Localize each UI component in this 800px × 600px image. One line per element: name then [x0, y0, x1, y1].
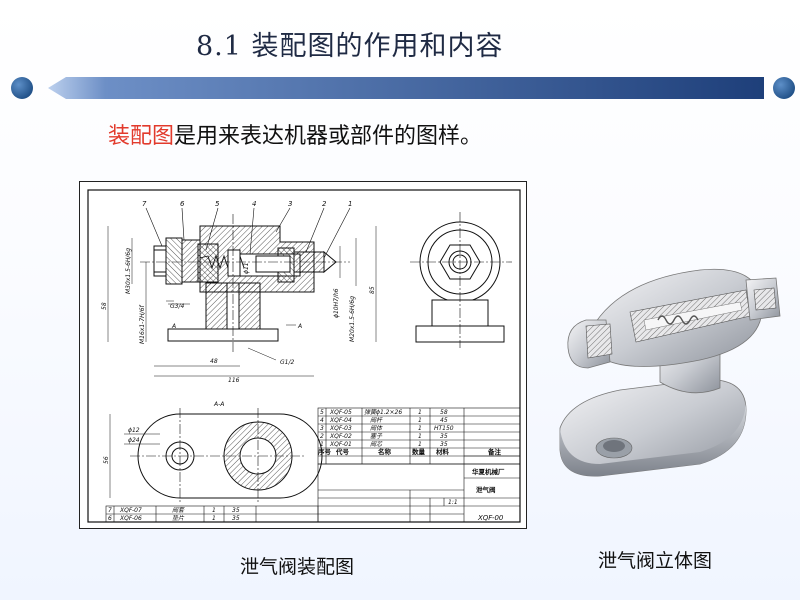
svg-text:XQF-01: XQF-01	[329, 441, 352, 448]
balloon-4: 4	[252, 200, 256, 208]
svg-text:7: 7	[108, 507, 112, 514]
parts-row-2: 2 XQF-02 塞子 1 35	[320, 432, 448, 440]
parts-row-7: 7 XQF-07 阀套 1 35	[108, 506, 240, 514]
svg-text:1: 1	[418, 409, 422, 416]
svg-text:XQF-05: XQF-05	[329, 409, 352, 416]
parts-list	[317, 407, 521, 465]
right-dot	[773, 77, 795, 99]
dim-phi24: ϕ24	[128, 437, 140, 444]
svg-text:名称: 名称	[378, 447, 392, 456]
front-dimensions	[107, 226, 377, 377]
dim-g34: G3/4	[170, 303, 184, 310]
cut-label-right: A	[297, 323, 302, 330]
front-view	[140, 214, 350, 354]
balloon-1: 1	[348, 200, 352, 208]
svg-text:6: 6	[108, 515, 112, 522]
svg-text:3: 3	[320, 425, 324, 432]
left-dot	[11, 77, 33, 99]
svg-text:35: 35	[232, 507, 240, 514]
svg-text:1: 1	[212, 507, 216, 514]
dim-116: 116	[228, 377, 240, 384]
svg-text:45: 45	[440, 417, 448, 424]
dim-85: 85	[369, 286, 376, 294]
svg-text:1: 1	[212, 515, 216, 522]
svg-text:阀杆: 阀杆	[370, 416, 383, 424]
dim-m30: M30x1.5-6H/6g	[125, 248, 132, 294]
dim-phi12: ϕ12	[128, 427, 140, 434]
svg-text:35: 35	[440, 433, 448, 440]
drawing-code: XQF-00	[477, 514, 504, 522]
dim-phi10: ϕ10H7/h6	[333, 288, 340, 318]
balloon-3: 3	[288, 200, 292, 208]
balloon-2: 2	[322, 200, 327, 208]
svg-text:1: 1	[320, 441, 324, 448]
intro-sentence: 装配图是用来表达机器或部件的图样。	[108, 118, 482, 150]
divider-bar	[48, 77, 764, 99]
part-balloons	[145, 207, 351, 259]
svg-text:备注: 备注	[487, 447, 502, 456]
svg-text:弹簧ϕ1.2×26: 弹簧ϕ1.2×26	[364, 408, 402, 416]
svg-text:4: 4	[320, 417, 324, 424]
svg-text:XQF-04: XQF-04	[329, 417, 352, 424]
parts-row-3: 3 XQF-03 阀体 1 HT150	[320, 424, 454, 432]
section-label: A-A	[213, 401, 224, 408]
parts-row-5: 5 XQF-05 弹簧ϕ1.2×26 1 58	[320, 408, 448, 416]
lower-parts	[105, 505, 319, 523]
cut-label-left: A	[171, 323, 176, 330]
svg-text:阀芯: 阀芯	[370, 440, 383, 448]
svg-text:58: 58	[440, 409, 448, 416]
svg-text:阀套: 阀套	[172, 506, 185, 514]
dim-m16: M16x1-7H/6f	[139, 304, 146, 344]
dim-48: 48	[210, 358, 218, 365]
title-divider	[11, 77, 795, 99]
svg-text:XQF-06: XQF-06	[119, 515, 142, 522]
drawing-scale: 1:1	[448, 499, 458, 506]
slide-title: 8.1 装配图的作用和内容	[196, 31, 504, 62]
svg-text:1: 1	[418, 417, 422, 424]
parts-row-1: 1 XQF-01 阀芯 1 35	[320, 440, 448, 448]
side-view	[410, 212, 512, 348]
svg-text:1: 1	[418, 441, 422, 448]
svg-text:XQF-03: XQF-03	[329, 425, 352, 432]
balloon-6: 6	[180, 200, 185, 208]
intro-rest: 是用来表达机器或部件的图样。	[174, 124, 483, 149]
title-block	[317, 463, 521, 523]
svg-text:垫片: 垫片	[172, 514, 185, 522]
parts-row-6: 6 XQF-06 垫片 1 35	[108, 514, 240, 522]
svg-text:1: 1	[418, 425, 422, 432]
balloon-5: 5	[215, 200, 220, 208]
caption-assembly-drawing: 泄气阀装配图	[240, 556, 355, 578]
svg-text:序号: 序号	[317, 447, 332, 456]
parts-header: 序号 代号 名称 数量 材料 备注	[317, 447, 502, 456]
dim-56: 56	[103, 456, 110, 464]
drawing-name: 泄气阀	[476, 485, 496, 494]
dim-phi11: ϕ11	[243, 262, 250, 274]
intro-highlight: 装配图	[108, 124, 175, 149]
svg-text:XQF-07: XQF-07	[119, 507, 142, 514]
svg-text:塞子: 塞子	[370, 432, 383, 440]
dim-g12: G1/2	[280, 359, 294, 366]
svg-text:数量: 数量	[412, 447, 426, 456]
svg-text:材料: 材料	[435, 447, 450, 456]
dim-58: 58	[101, 302, 108, 310]
svg-text:1: 1	[418, 433, 422, 440]
balloon-7: 7	[142, 200, 147, 208]
svg-text:2: 2	[320, 433, 324, 440]
assembly-drawing: 7 6 5 4 3 2 1 M30x1.5-6H/6g 58 M16x1-7H/…	[79, 181, 527, 529]
valve-3d-rendering	[559, 268, 781, 477]
company-name: 华夏机械厂	[472, 467, 505, 476]
svg-text:代号: 代号	[335, 447, 350, 456]
dim-m20: M20x1.5-6H/6g	[349, 296, 356, 342]
section-view	[109, 408, 323, 504]
svg-text:XQF-02: XQF-02	[329, 433, 352, 440]
svg-text:5: 5	[320, 409, 324, 416]
parts-row-4: 4 XQF-04 阀杆 1 45	[320, 416, 448, 424]
svg-text:35: 35	[440, 441, 448, 448]
svg-text:阀体: 阀体	[370, 424, 383, 432]
svg-text:HT150: HT150	[434, 425, 454, 432]
svg-text:35: 35	[232, 515, 240, 522]
caption-3d-view: 泄气阀立体图	[598, 550, 713, 572]
